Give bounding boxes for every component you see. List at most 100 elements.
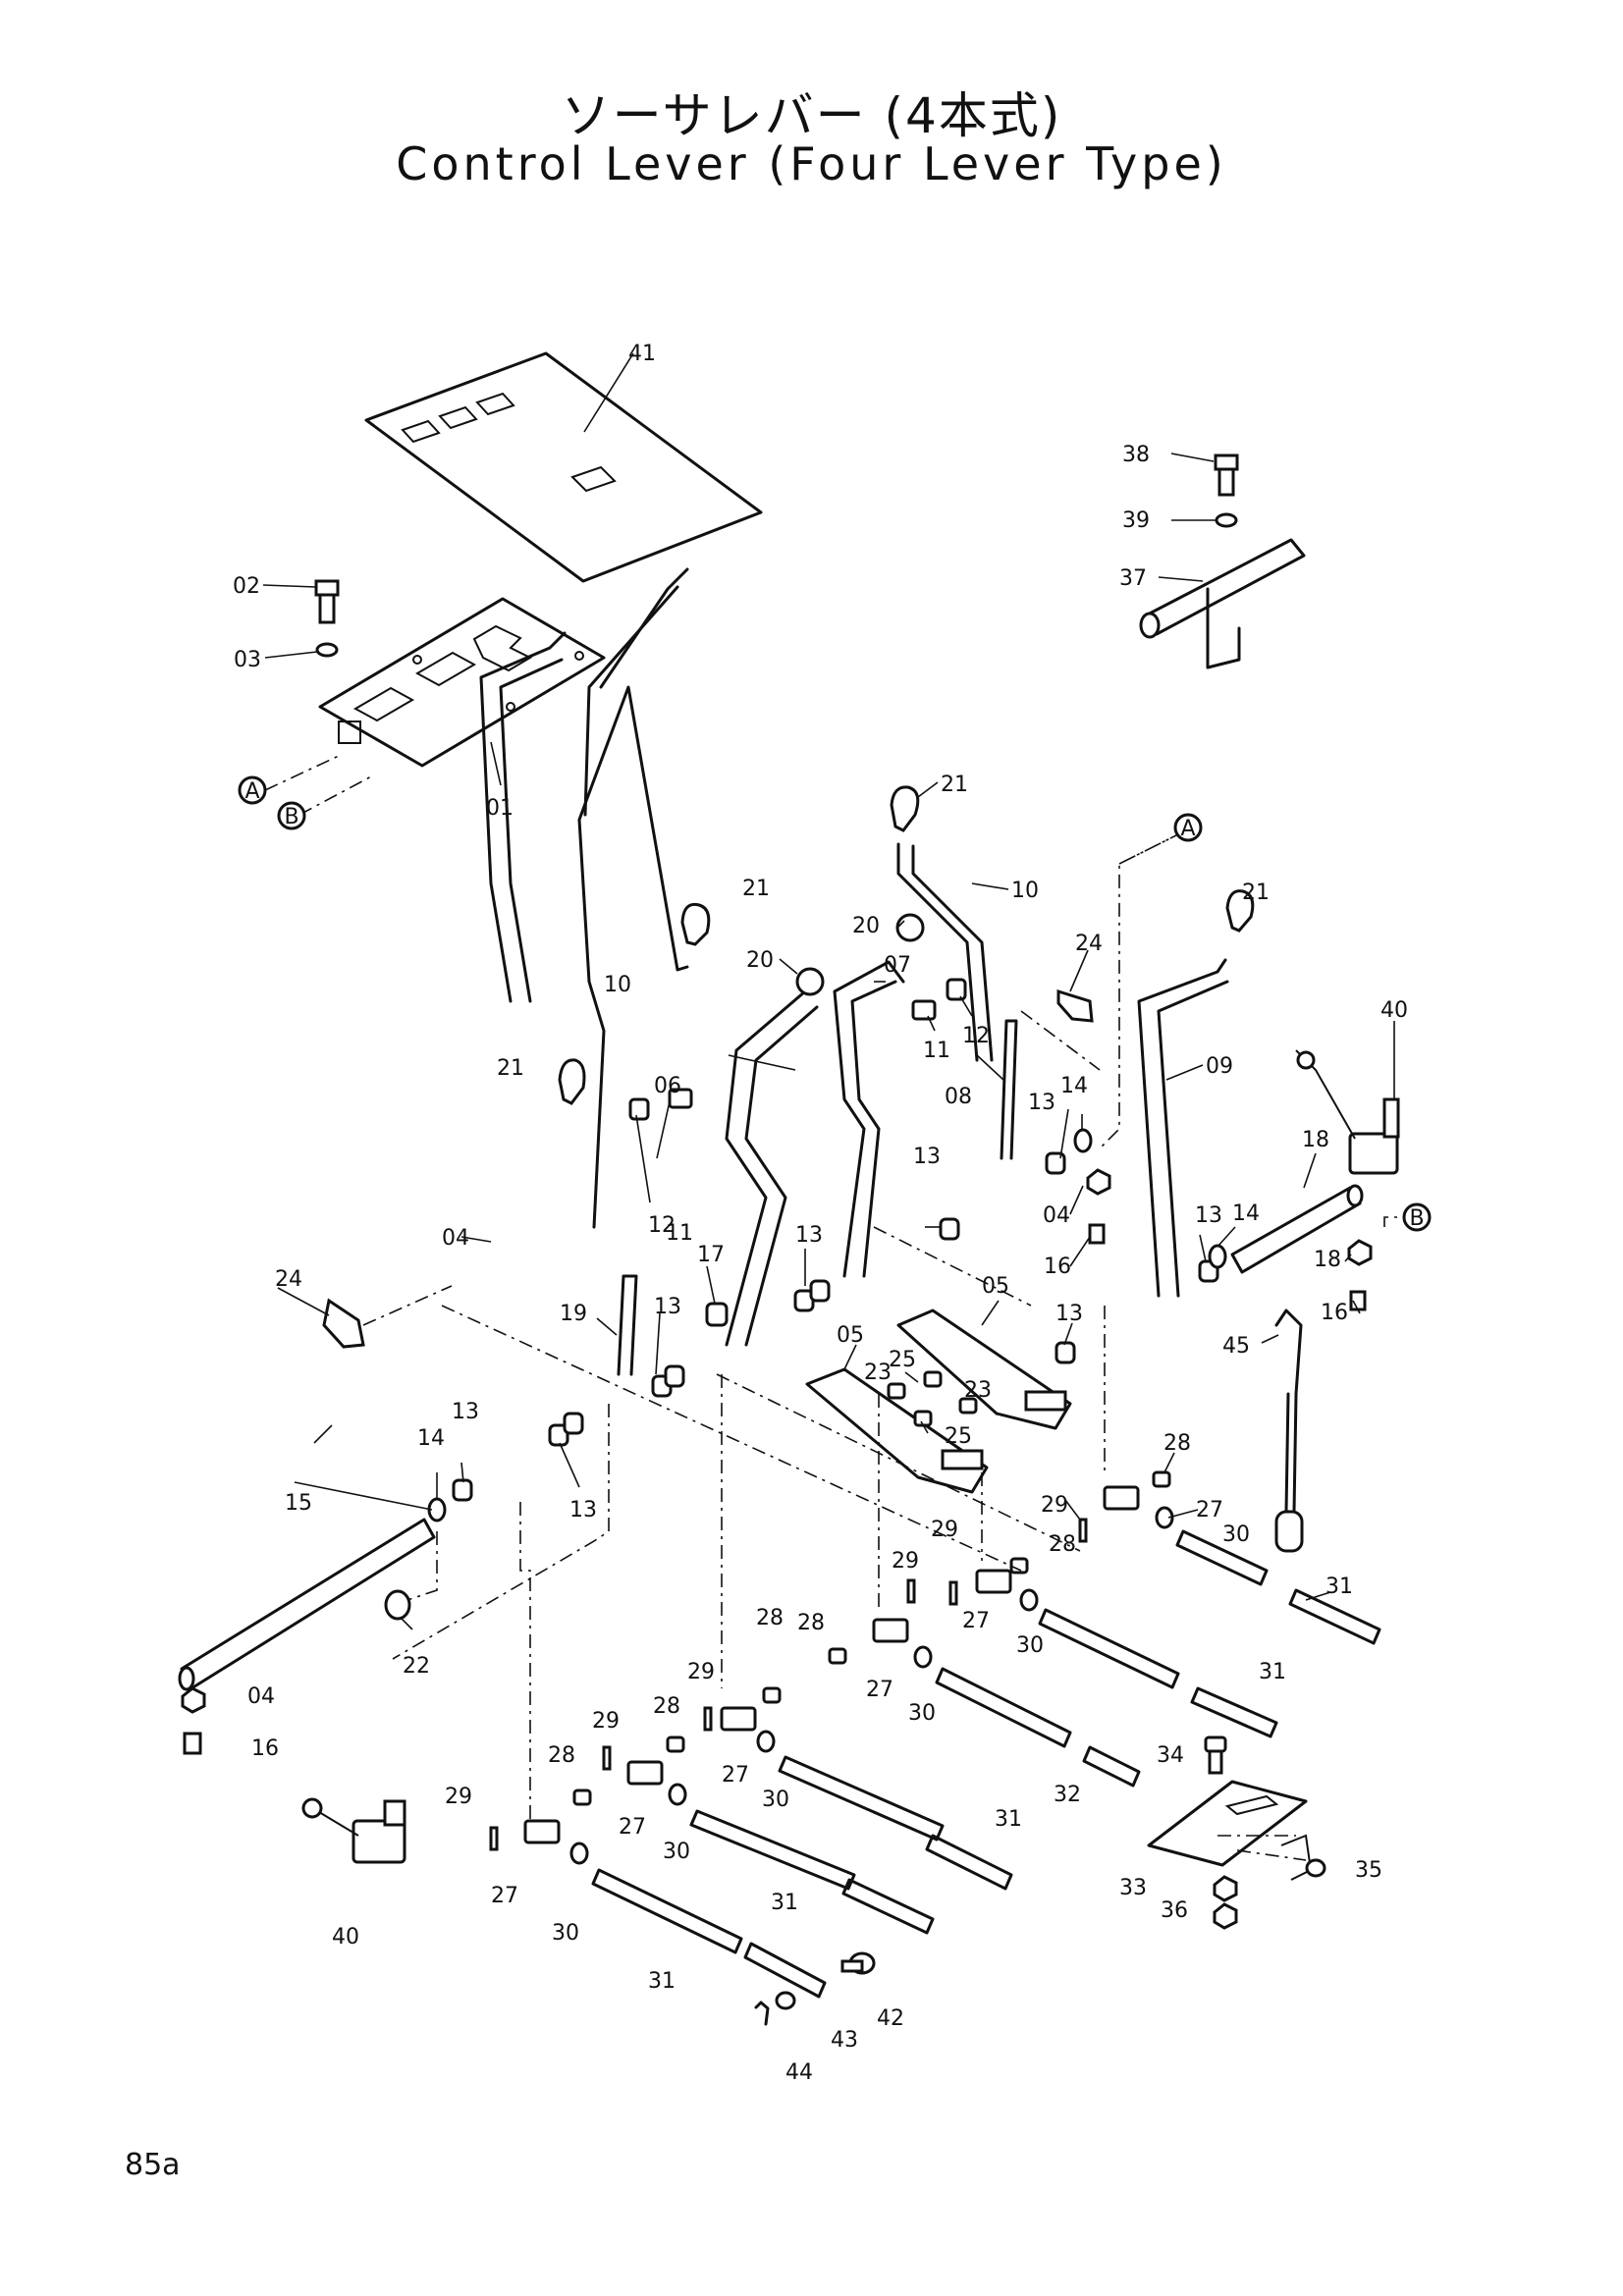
label-26-b: 25 (945, 1424, 972, 1449)
label-28-f: 28 (548, 1743, 575, 1768)
label-20-left: 20 (746, 948, 774, 973)
ref-marker-a-lower: A (1173, 813, 1203, 842)
label-12-mid: 12 (648, 1213, 676, 1238)
label-13-f: 13 (1055, 1302, 1083, 1326)
label-18-c: 04 (247, 1684, 275, 1709)
label-16: 18 (1302, 1128, 1329, 1152)
lever-05 (617, 1274, 638, 1376)
label-29-a: 29 (1041, 1493, 1068, 1518)
label-34: 34 (1157, 1743, 1184, 1768)
label-37: 37 (1119, 566, 1147, 591)
part-29-pins (489, 1518, 1088, 1851)
label-27-e: 27 (619, 1815, 646, 1840)
label-02: 02 (233, 574, 260, 599)
part-30-nuts (569, 1506, 1174, 1865)
ref-marker-a-upper-label: A (244, 779, 259, 804)
part-42-pin (840, 1951, 876, 1975)
label-05: 19 (560, 1302, 587, 1326)
label-17-b: 16 (1321, 1301, 1348, 1325)
label-27-f: 27 (491, 1884, 518, 1908)
label-24-left: 24 (275, 1267, 302, 1292)
label-29-d: 29 (687, 1660, 715, 1684)
part-02-bolt (314, 579, 340, 624)
label-36: 36 (1161, 1898, 1188, 1923)
part-34-bolt (1204, 1735, 1227, 1775)
part-22-collar (384, 1589, 411, 1621)
label-09: 09 (1206, 1054, 1233, 1079)
part-16-shaft (1230, 1184, 1364, 1274)
part-19-fitting (705, 1302, 729, 1327)
part-13-bushings (452, 1151, 1219, 1502)
part-36-nuts (1213, 1875, 1238, 1930)
label-28-c: 28 (797, 1611, 825, 1635)
label-43: 43 (831, 2028, 858, 2053)
ref-marker-b-upper: B (277, 801, 306, 830)
part-45-lock-pin (1274, 1308, 1304, 1553)
label-18-b: 18 (1314, 1248, 1341, 1272)
label-30-d: 30 (762, 1788, 789, 1812)
label-13-d: 13 (795, 1223, 823, 1248)
label-44: 44 (785, 2060, 813, 2085)
label-21-top: 21 (941, 773, 968, 797)
page-number: 85a (125, 2148, 181, 2182)
reference-lines (264, 755, 1405, 1861)
label-27-c: 27 (866, 1678, 893, 1702)
label-04: 04 (442, 1226, 469, 1251)
part-31-32-rods (591, 1529, 1381, 1999)
label-13-a: 13 (1028, 1091, 1055, 1115)
part-40-valve-right (1295, 1049, 1400, 1175)
label-17-a: 16 (1044, 1255, 1071, 1279)
part-23-pedals (805, 1308, 1072, 1494)
part-11-12-bolts (628, 978, 967, 1121)
label-07: 07 (884, 953, 911, 978)
label-31-c: 31 (995, 1807, 1022, 1832)
label-18-a: 04 (1043, 1203, 1070, 1228)
part-37-rod-bracket (1139, 454, 1306, 669)
diagram-title-english: Control Lever (Four Lever Type) (396, 137, 1227, 190)
part-35-nut (1305, 1858, 1326, 1878)
label-23-a: 05 (982, 1274, 1009, 1299)
label-29-f: 29 (445, 1785, 472, 1809)
label-25-a: 23 (864, 1361, 892, 1385)
label-30-a: 30 (1222, 1522, 1250, 1547)
label-30-e: 30 (663, 1840, 690, 1864)
lever-06 (725, 989, 819, 1347)
label-30-f: 30 (552, 1921, 579, 1946)
leader-lines (262, 352, 1395, 1630)
part-25-26-bolts (887, 1370, 978, 1427)
label-17-c: 16 (251, 1736, 279, 1761)
label-21-right: 21 (1242, 881, 1270, 905)
label-15: 15 (285, 1491, 312, 1516)
ref-marker-a-upper: A (238, 775, 267, 805)
label-13-c: 13 (1195, 1203, 1222, 1228)
ref-marker-a-lower-label: A (1180, 817, 1195, 841)
label-32: 32 (1054, 1783, 1081, 1807)
part-44-cotter (754, 2001, 770, 2026)
part-40-valve-left (301, 1797, 406, 1864)
label-40-left: 40 (332, 1925, 359, 1949)
label-31-e: 31 (648, 1969, 676, 1994)
label-23-b: 05 (837, 1323, 864, 1348)
label-31-a: 31 (1325, 1575, 1353, 1599)
lever-09 (1137, 958, 1229, 1298)
label-33: 33 (1119, 1876, 1147, 1900)
label-14-b: 14 (1232, 1201, 1260, 1226)
lever-07 (833, 960, 905, 1278)
label-29-c: 29 (931, 1518, 958, 1542)
part-43-washer (775, 1991, 796, 2010)
label-31-d: 31 (771, 1891, 798, 1915)
label-10-top: 10 (1011, 879, 1039, 903)
label-25-b: 23 (964, 1378, 992, 1403)
label-41: 41 (628, 342, 656, 366)
part-28-bolts (572, 1470, 1171, 1806)
label-13-b: 13 (913, 1145, 941, 1169)
label-26-a: 25 (889, 1348, 916, 1372)
ref-marker-b-lower: B (1402, 1202, 1432, 1232)
part-33-bracket (1147, 1780, 1313, 1881)
label-19: 17 (697, 1243, 725, 1267)
label-13-h: 13 (569, 1498, 597, 1522)
label-38: 38 (1122, 443, 1150, 467)
label-29-b: 29 (892, 1549, 919, 1574)
label-40-right: 40 (1380, 998, 1408, 1023)
